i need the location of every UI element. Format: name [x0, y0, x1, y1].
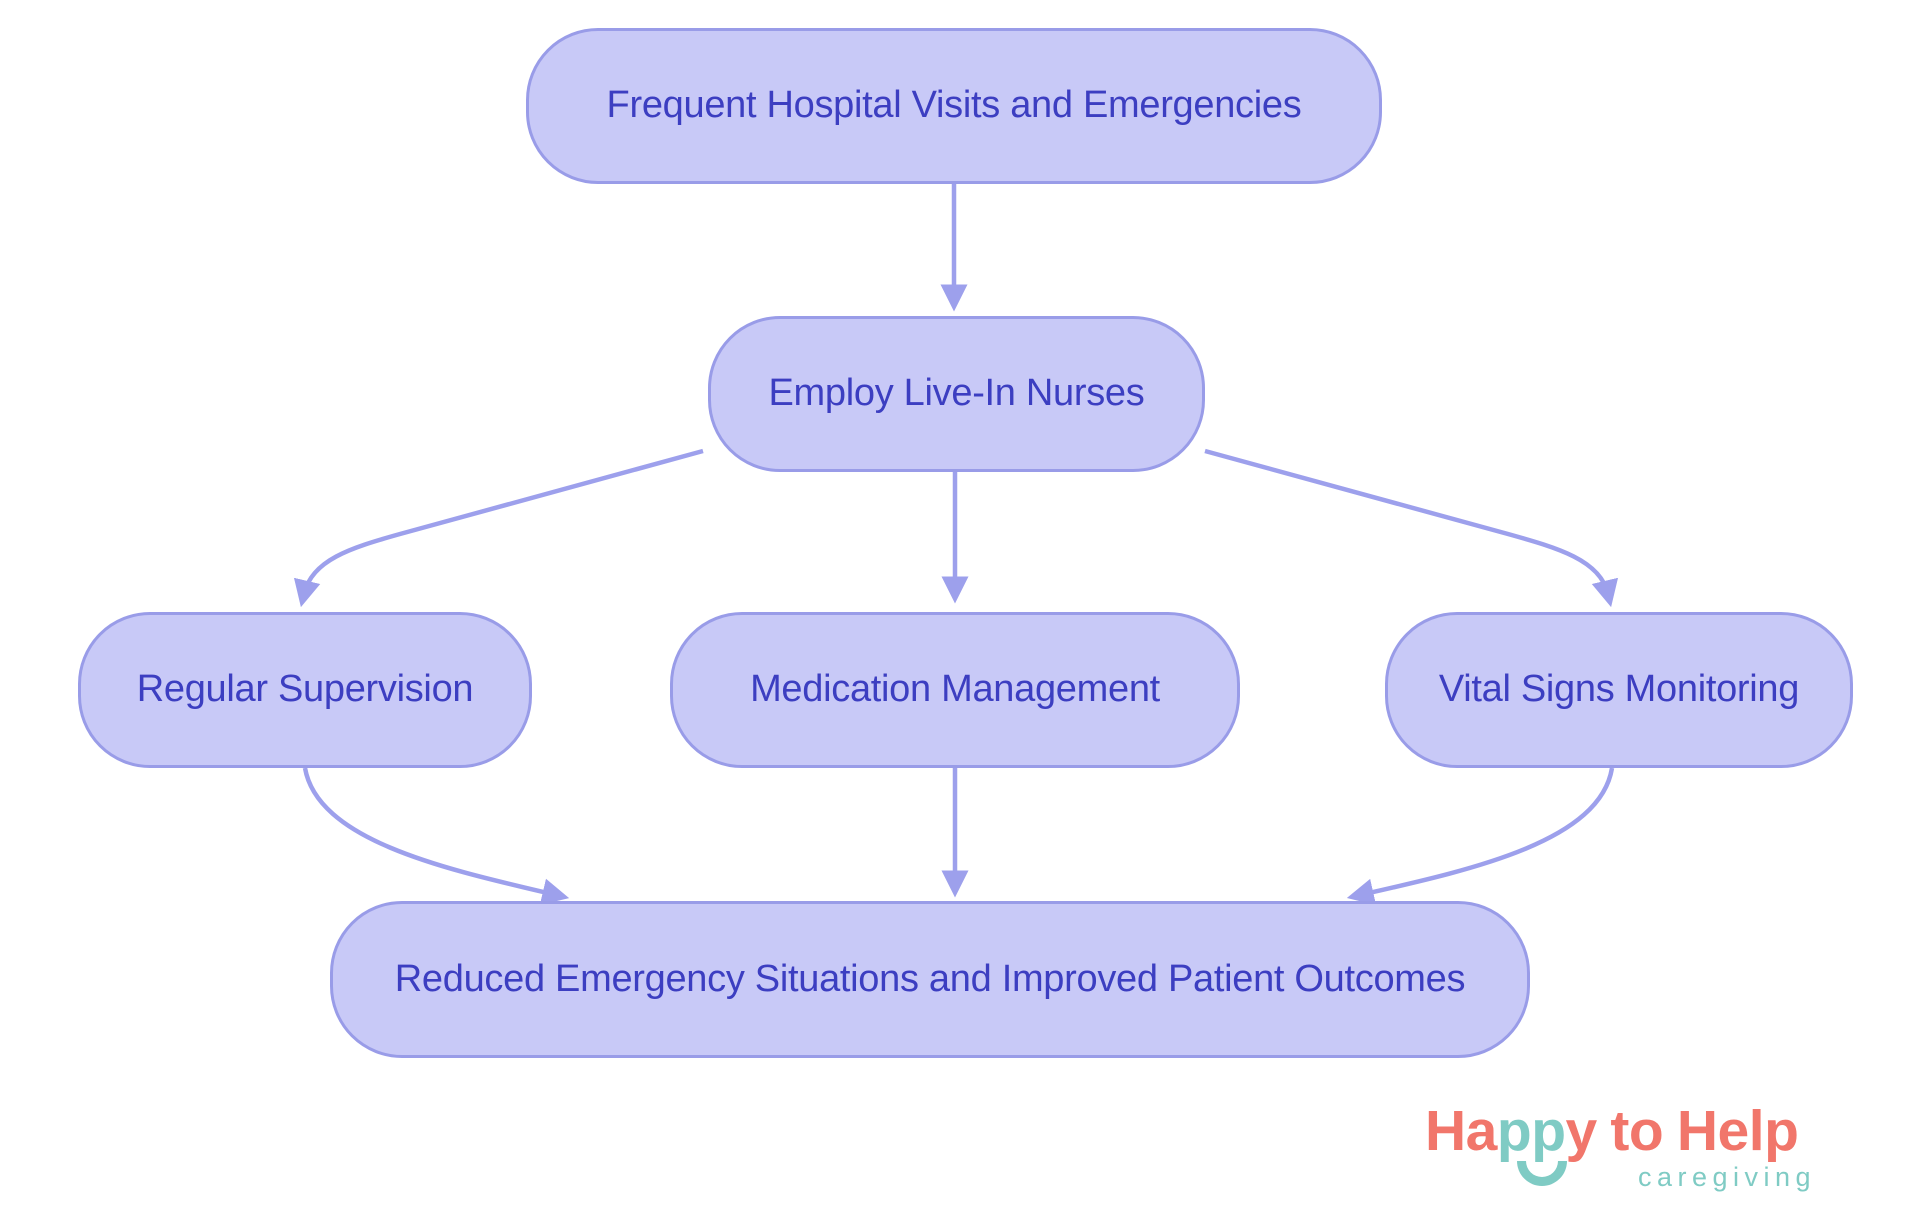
node-regular-supervision: Regular Supervision: [78, 612, 532, 768]
node-reduced-emergencies-outcome: Reduced Emergency Situations and Improve…: [330, 901, 1530, 1058]
node-label: Employ Live-In Nurses: [768, 372, 1145, 415]
arrow-action-to-vitals: [1204, 448, 1619, 608]
node-label: Reduced Emergency Situations and Improve…: [394, 957, 1466, 1000]
logo-text-pp: pp: [1496, 1099, 1566, 1163]
node-vital-signs-monitoring: Vital Signs Monitoring: [1385, 612, 1853, 768]
arrow-action-to-supervision: [293, 448, 704, 608]
node-label: Vital Signs Monitoring: [1438, 668, 1800, 711]
logo-text-to: to: [1610, 1099, 1664, 1163]
node-employ-live-in-nurses: Employ Live-In Nurses: [708, 316, 1205, 472]
node-medication-management: Medication Management: [670, 612, 1240, 768]
logo-text-help: Help: [1676, 1099, 1799, 1163]
arrow-supervision-to-outcome: [302, 767, 570, 906]
node-label: Frequent Hospital Visits and Emergencies: [606, 84, 1302, 127]
arrow-vitals-to-outcome: [1346, 767, 1615, 906]
node-label: Regular Supervision: [136, 668, 474, 711]
logo-text-y: y: [1565, 1099, 1598, 1163]
node-frequent-hospital-visits: Frequent Hospital Visits and Emergencies: [526, 28, 1382, 184]
logo-tagline: caregiving: [1638, 1162, 1817, 1192]
logo-text-ha: Ha: [1425, 1099, 1497, 1163]
smile-icon: [1517, 1161, 1567, 1186]
node-label: Medication Management: [750, 668, 1160, 711]
